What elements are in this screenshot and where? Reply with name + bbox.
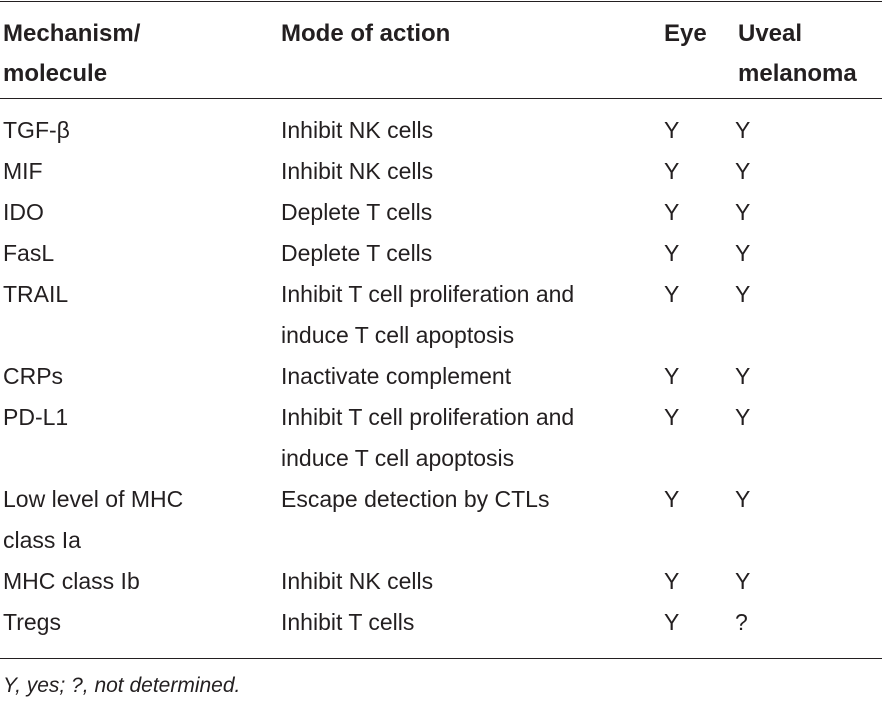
cell-eye: Y [664,158,680,184]
cell-mechanism: TRAIL [3,274,268,315]
cell-uveal: Y [735,404,751,430]
cell-mechanism-line: IDO [3,199,44,225]
cell-mode: Inhibit NK cells [281,151,651,192]
cell-mechanism-line: MIF [3,158,43,184]
header-rule [0,98,882,99]
cell-uveal: Y [735,199,751,225]
cell-eye: Y [664,404,680,430]
cell-mode: Escape detection by CTLs [281,479,651,520]
cell-mode: Inhibit T cells [281,602,651,643]
table-footnote: Y, yes; ?, not determined. [3,674,241,697]
cell-mode-line: Inhibit T cell proliferation and [281,281,575,307]
cell-mode-line: Deplete T cells [281,199,433,225]
cell-mode-line: Inactivate complement [281,363,512,389]
cell-mechanism-line: Tregs [3,609,61,635]
bottom-rule [0,658,882,659]
cell-uveal: Y [735,240,751,266]
cell-uveal: Y [735,117,751,143]
table-row: Tregs Inhibit T cells Y? [0,602,882,643]
cell-mechanism-line: PD-L1 [3,404,69,430]
cell-uveal: Y [735,158,751,184]
cell-mechanism-line: Low level of MHC [3,486,184,512]
cell-uveal: Y [735,281,751,307]
cell-uveal: Y [735,363,751,389]
table-row: Low level of MHC class Ia Escape detection… [0,479,882,561]
cell-mode-line: Inhibit NK cells [281,117,434,143]
cell-eye: Y [664,568,680,594]
header-uveal-line1: Uveal [738,20,803,47]
table-row: FasL Deplete T cells Y Y [0,233,882,274]
top-rule [0,1,882,2]
table-row: IDO Deplete T cells Y Y [0,192,882,233]
cell-eye: Y [664,363,680,389]
cell-mode: Inhibit NK cells [281,561,651,602]
cell-mode: Inhibit T cell proliferation and induce T… [281,274,651,356]
cell-mechanism: MIF [3,151,268,192]
cell-eye: Y [664,240,680,266]
table-header: Mechanism/ molecule Mode of action Eye U… [0,14,882,94]
cell-mechanism: Tregs [3,602,268,643]
cell-mechanism: CRPs [3,356,268,397]
cell-mechanism-line: FasL [3,240,55,266]
cell-mode-line: induce T cell apoptosis [281,445,515,471]
cell-mode: Inhibit T cell proliferation and induce T… [281,397,651,479]
cell-mode-line: Escape detection by CTLs [281,486,550,512]
cell-uveal: ? [735,609,748,635]
table-row: TRAIL Inhibit T cell proliferation and ind… [0,274,882,356]
cell-mechanism: PD-L1 [3,397,268,438]
cell-mode-line: Inhibit T cells [281,609,415,635]
cell-mechanism-line: class Ia [3,527,81,553]
table-row: MIF Inhibit NK cells Y Y [0,151,882,192]
header-mechanism-line2: molecule [3,60,108,87]
table-row: PD-L1 Inhibit T cell proliferation and ind… [0,397,882,479]
cell-mode-line: induce T cell apoptosis [281,322,515,348]
table-row: CRPs Inactivate complement Y Y [0,356,882,397]
cell-mechanism-line: TGF-β [3,117,70,143]
cell-mode: Inactivate complement [281,356,651,397]
header-uveal: Uveal melanoma [738,14,882,94]
cell-eye: Y [664,486,680,512]
header-eye: Eye [664,20,707,47]
cell-eye: Y [664,281,680,307]
cell-eye: Y [664,609,680,635]
cell-mode: Deplete T cells [281,192,651,233]
cell-mode-line: Inhibit NK cells [281,568,434,594]
cell-mode: Deplete T cells [281,233,651,274]
header-mode: Mode of action [281,20,451,47]
cell-mechanism: TGF-β [3,110,268,151]
header-mechanism-line1: Mechanism/ [3,20,141,47]
cell-mechanism-line: CRPs [3,363,64,389]
header-uveal-line2: melanoma [738,60,857,87]
cell-uveal: Y [735,568,751,594]
cell-eye: Y [664,117,680,143]
cell-mode: Inhibit NK cells [281,110,651,151]
cell-mode-line: Inhibit T cell proliferation and [281,404,575,430]
cell-eye: Y [664,199,680,225]
cell-mode-line: Inhibit NK cells [281,158,434,184]
cell-mechanism-line: TRAIL [3,281,69,307]
table-row: TGF-β Inhibit NK cells Y Y [0,110,882,151]
cell-mechanism: Low level of MHC class Ia [3,479,268,561]
cell-mechanism-line: MHC class Ib [3,568,140,594]
cell-mechanism: MHC class Ib [3,561,268,602]
cell-mechanism: FasL [3,233,268,274]
cell-mode-line: Deplete T cells [281,240,433,266]
table-row: MHC class Ib Inhibit NK cells Y Y [0,561,882,602]
header-mechanism: Mechanism/ molecule [3,14,268,94]
cell-uveal: Y [735,486,751,512]
cell-mechanism: IDO [3,192,268,233]
